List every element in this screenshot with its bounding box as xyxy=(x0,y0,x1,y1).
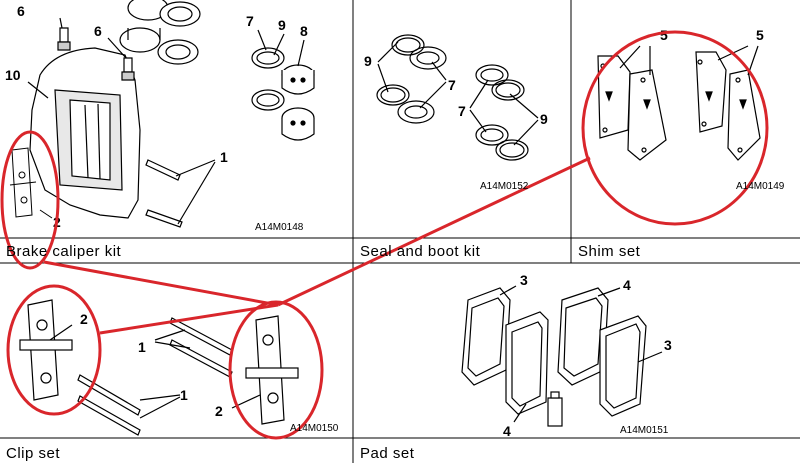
callout-8: 8 xyxy=(300,23,308,39)
panel-code-brake-caliper-kit: A14M0148 xyxy=(255,222,304,233)
callout-3-pad-b: 3 xyxy=(664,337,672,353)
highlight-circle-caliper-clip xyxy=(0,130,60,270)
connector-line-a xyxy=(43,260,279,307)
callout-2-clip-b: 2 xyxy=(215,403,223,419)
panel-code-seal-and-boot-kit: A14M0152 xyxy=(480,181,529,192)
callout-7-seal-b: 7 xyxy=(458,103,466,119)
callout-9: 9 xyxy=(278,17,286,33)
callout-6b: 6 xyxy=(94,23,102,39)
callout-1: 1 xyxy=(220,149,228,165)
callout-10: 10 xyxy=(5,67,21,83)
panel-title-clip-set: Clip set xyxy=(6,445,61,462)
callout-4-pad-b: 4 xyxy=(503,423,511,439)
callout-9-seal-b: 9 xyxy=(540,111,548,127)
panel-title-shim-set: Shim set xyxy=(578,243,641,260)
panel-code-pad-set: A14M0151 xyxy=(620,425,669,436)
callout-1-clip-a: 1 xyxy=(138,339,146,355)
panel-code-clip-set: A14M0150 xyxy=(290,423,339,434)
callout-4-pad-a: 4 xyxy=(623,277,631,293)
callout-6a: 6 xyxy=(17,3,25,19)
callout-5-shim-b: 5 xyxy=(756,27,764,43)
red-annotations xyxy=(0,30,769,440)
callout-2-clip-a: 2 xyxy=(80,311,88,327)
panel-title-pad-set: Pad set xyxy=(360,445,415,462)
highlight-circle-shim-set xyxy=(581,30,769,226)
shim-drawing xyxy=(597,45,761,161)
panel-title-seal-and-boot-kit: Seal and boot kit xyxy=(360,243,481,260)
panel-code-shim-set: A14M0149 xyxy=(736,181,785,192)
clip-set-drawing xyxy=(19,299,299,436)
panel-title-brake-caliper-kit: Brake caliper kit xyxy=(6,243,122,260)
callout-7-seal-a: 7 xyxy=(448,77,456,93)
callout-1-clip-b: 1 xyxy=(180,387,188,403)
highlight-circle-clip-left xyxy=(6,284,102,416)
connector-line-c xyxy=(277,156,591,307)
clip-drawing-small xyxy=(9,147,53,219)
callout-7: 7 xyxy=(246,13,254,29)
caliper-drawing xyxy=(27,0,315,228)
connector-line-b xyxy=(99,303,279,335)
seal-drawing xyxy=(376,34,539,161)
pad-set-drawing xyxy=(461,285,663,427)
highlight-circle-clip-right xyxy=(228,300,324,440)
callout-3-pad-a: 3 xyxy=(520,272,528,288)
callout-9-seal-a: 9 xyxy=(364,53,372,69)
callout-5-shim-a: 5 xyxy=(660,27,668,43)
